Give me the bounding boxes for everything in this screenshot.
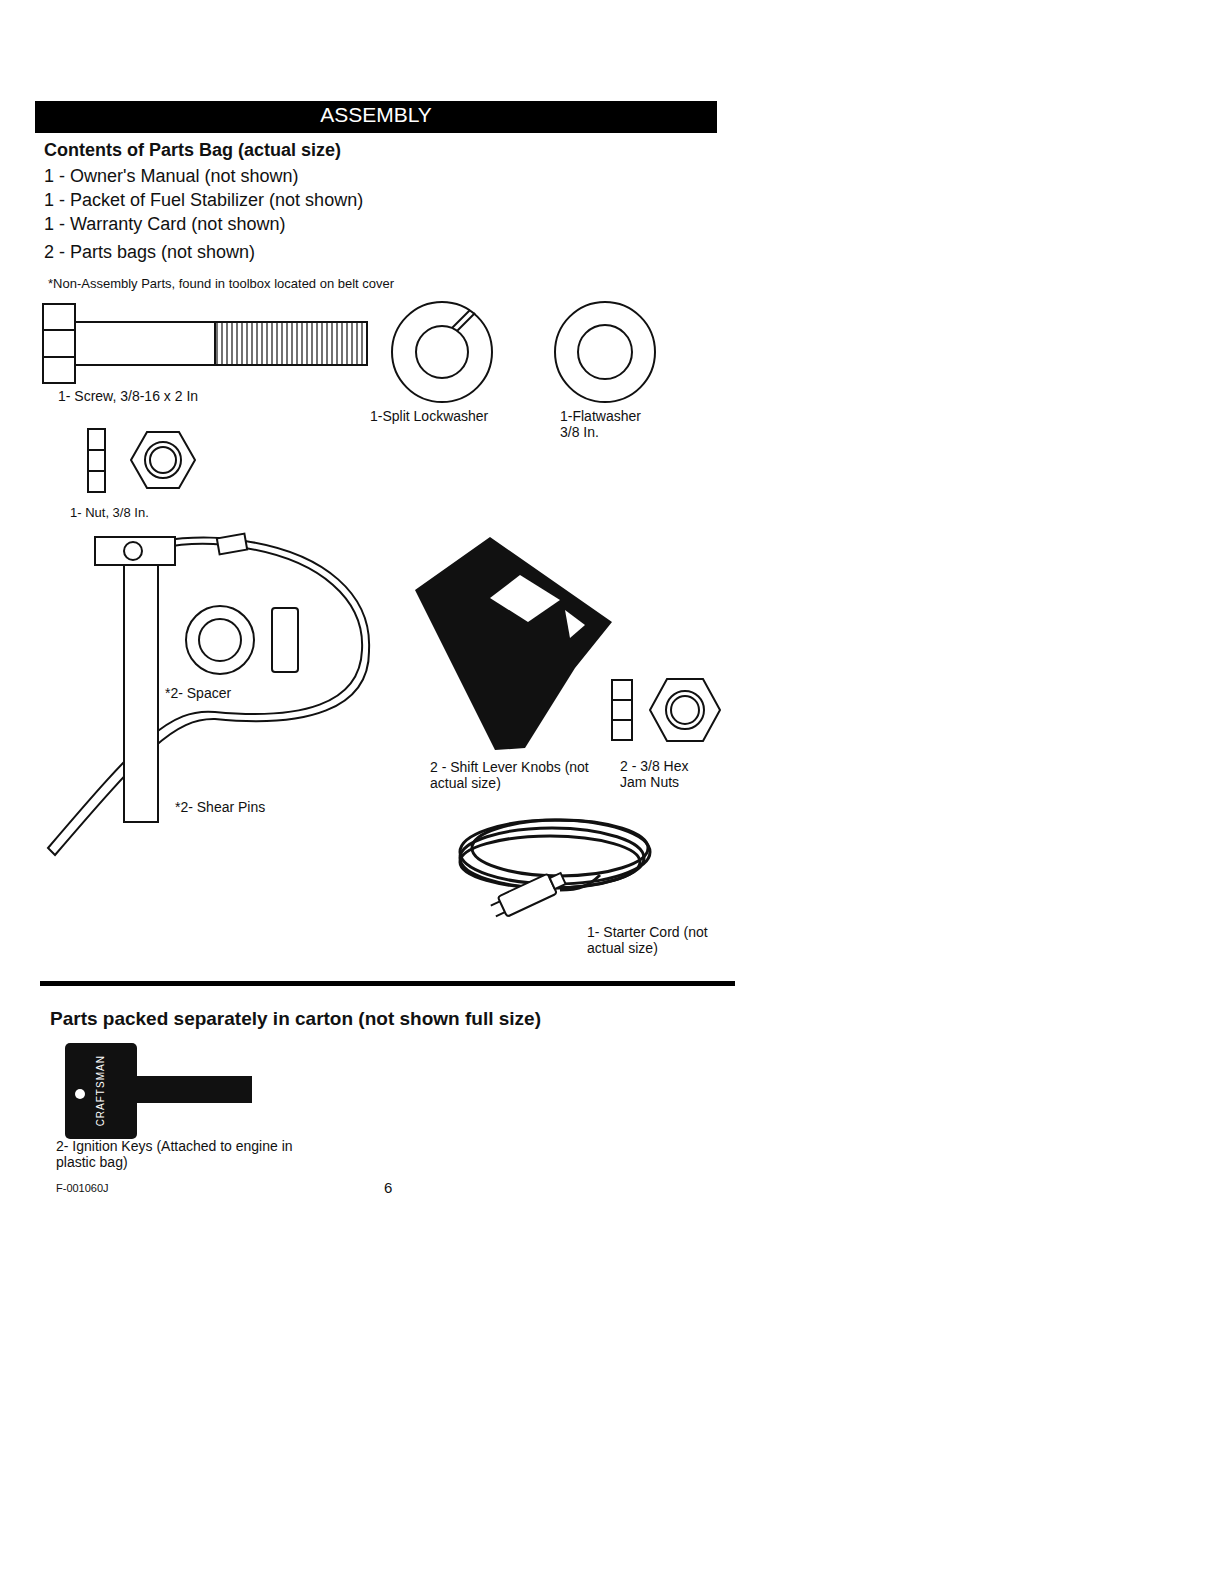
footnote: *Non-Assembly Parts, found in toolbox lo… [48, 277, 394, 292]
title-banner [35, 101, 717, 133]
flatwasher [555, 302, 655, 402]
page-number: 6 [384, 1179, 392, 1196]
part-label: *2- Shear Pins [175, 799, 265, 815]
spacer [186, 606, 298, 674]
section-heading: Contents of Parts Bag (actual size) [44, 140, 341, 161]
starter-cord [460, 820, 650, 921]
nut [88, 429, 195, 492]
divider-rule [40, 981, 735, 986]
parts-list-item: 1 - Owner's Manual (not shown) [44, 166, 299, 187]
brand-mark: CRAFTSMAN [95, 1055, 107, 1126]
part-label: 1-Split Lockwasher [370, 408, 488, 424]
part-label: 2- Ignition Keys (Attached to engine in … [56, 1138, 306, 1170]
screw [43, 304, 367, 383]
part-label: *2- Spacer [165, 685, 231, 701]
parts-list-item: 1 - Packet of Fuel Stabilizer (not shown… [44, 190, 363, 211]
section-heading: Parts packed separately in carton (not s… [50, 1008, 541, 1030]
part-label: 1- Nut, 3/8 In. [70, 506, 149, 521]
hex-jam-nut [612, 679, 720, 741]
part-label: 2 - Shift Lever Knobs (not actual size) [430, 759, 598, 791]
shear-pin [48, 534, 369, 855]
part-label: 2 - 3/8 Hex Jam Nuts [620, 758, 715, 790]
page-title: ASSEMBLY [35, 103, 717, 127]
part-label: 1- Starter Cord (not actual size) [587, 924, 712, 956]
ignition-key [65, 1043, 252, 1139]
parts-list-item: 2 - Parts bags (not shown) [44, 242, 255, 263]
shift-lever-knob [415, 537, 612, 750]
figure-code: F-001060J [56, 1182, 109, 1195]
split-lockwasher [392, 302, 492, 402]
part-label: 1-Flatwasher 3/8 In. [560, 408, 660, 440]
part-label: 1- Screw, 3/8-16 x 2 In [58, 388, 198, 404]
parts-list-item: 1 - Warranty Card (not shown) [44, 214, 285, 235]
